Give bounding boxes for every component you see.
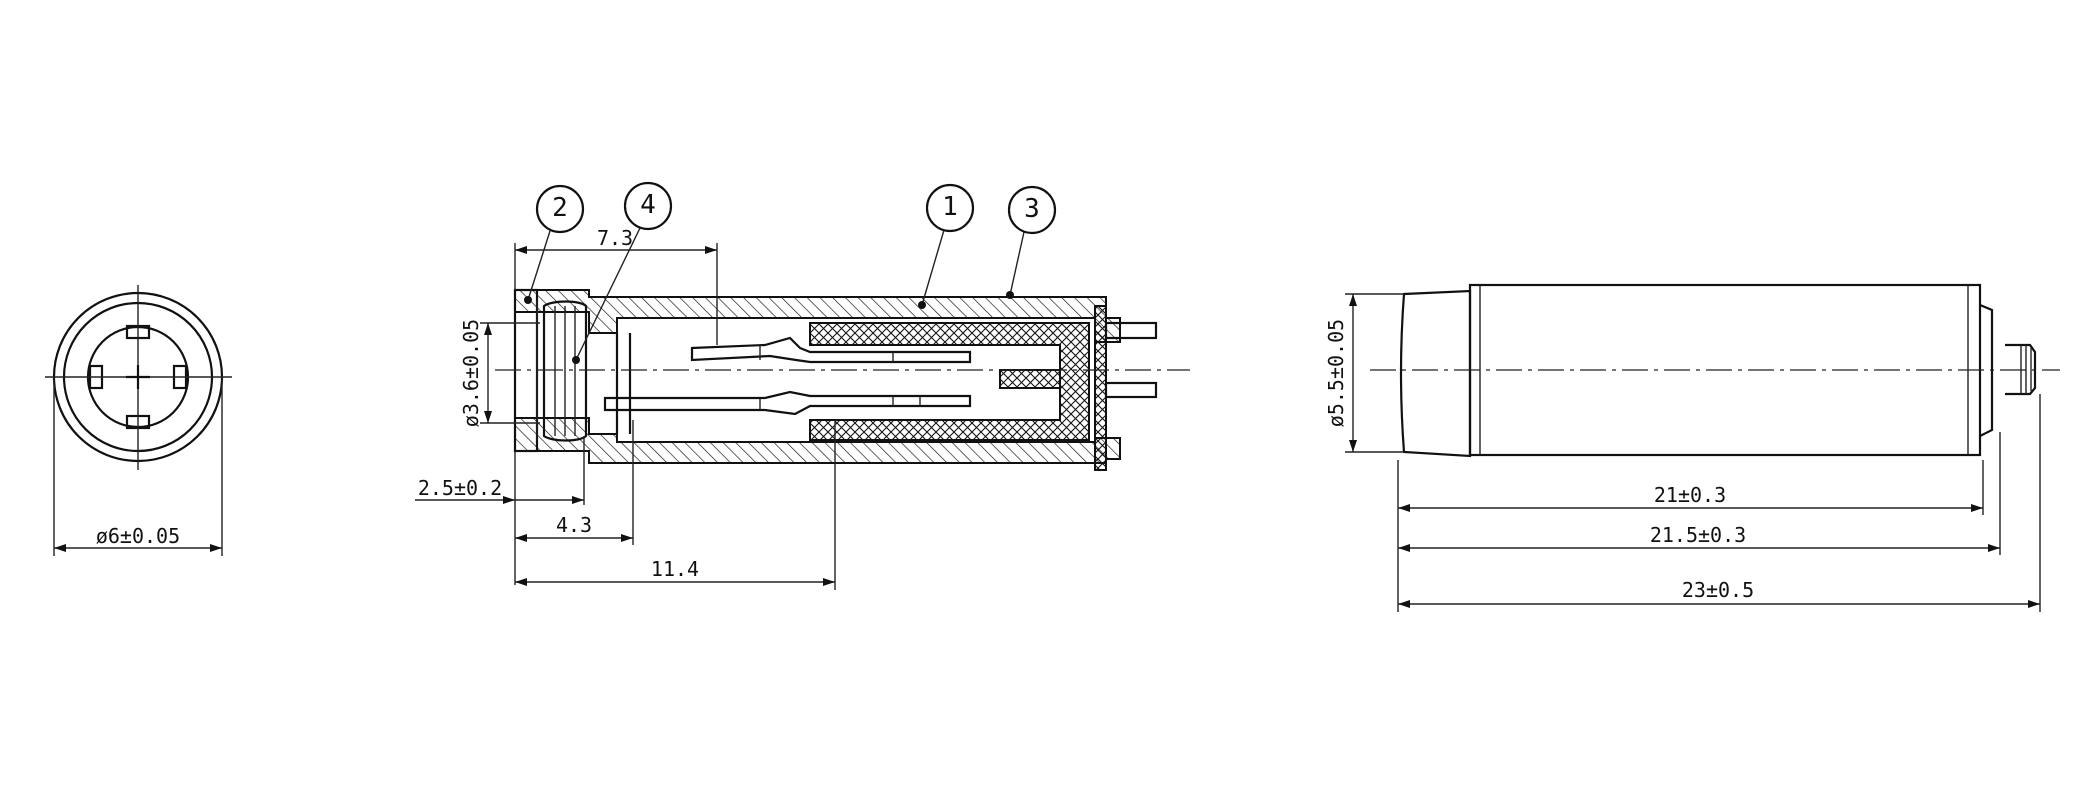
callout-4-label: 4 <box>640 190 656 220</box>
callout-3-circle <box>1007 185 1057 235</box>
callout-3-label: 3 <box>1024 194 1040 224</box>
side-view: ø5.5±0.05 21±0.3 21.5±0.3 23±0.5 <box>1324 283 2060 612</box>
side-diameter-label: ø5.5±0.05 <box>1324 319 1348 427</box>
callout-1-circle <box>925 183 975 233</box>
dim-7-3-label: 7.3 <box>597 226 633 250</box>
callout-2-circle <box>535 184 585 234</box>
section-view: 2 4 1 3 7.3 ø3.6±0.05 2.5±0.2 <box>415 181 1190 590</box>
section-spring-sleeve <box>542 300 588 442</box>
side-dim-21-label: 21±0.3 <box>1654 483 1726 507</box>
section-upper-contact <box>690 336 972 364</box>
section-insulator <box>809 322 1090 441</box>
callout-2-label: 2 <box>552 193 568 223</box>
section-rear-pin-lower <box>1104 381 1158 399</box>
callout-1-label: 1 <box>942 192 958 222</box>
side-front-collar <box>1399 289 1472 458</box>
section-end-cap <box>1094 305 1107 471</box>
front-diameter-label: ø6±0.05 <box>96 524 180 548</box>
dim-bore-label: ø3.6±0.05 <box>459 319 483 427</box>
front-view: ø6±0.05 <box>45 285 232 556</box>
dim-4-3-label: 4.3 <box>556 513 592 537</box>
callout-4-circle <box>623 181 673 231</box>
section-shell-bottom <box>514 417 1121 464</box>
side-dim-21-5-label: 21.5±0.3 <box>1650 523 1746 547</box>
side-dim-23-label: 23±0.5 <box>1682 578 1754 602</box>
dim-lip-label: 2.5±0.2 <box>418 476 502 500</box>
dim-11-4-label: 11.4 <box>651 557 699 581</box>
section-rear-pin-upper <box>1104 321 1158 340</box>
section-lower-contact <box>603 390 972 416</box>
